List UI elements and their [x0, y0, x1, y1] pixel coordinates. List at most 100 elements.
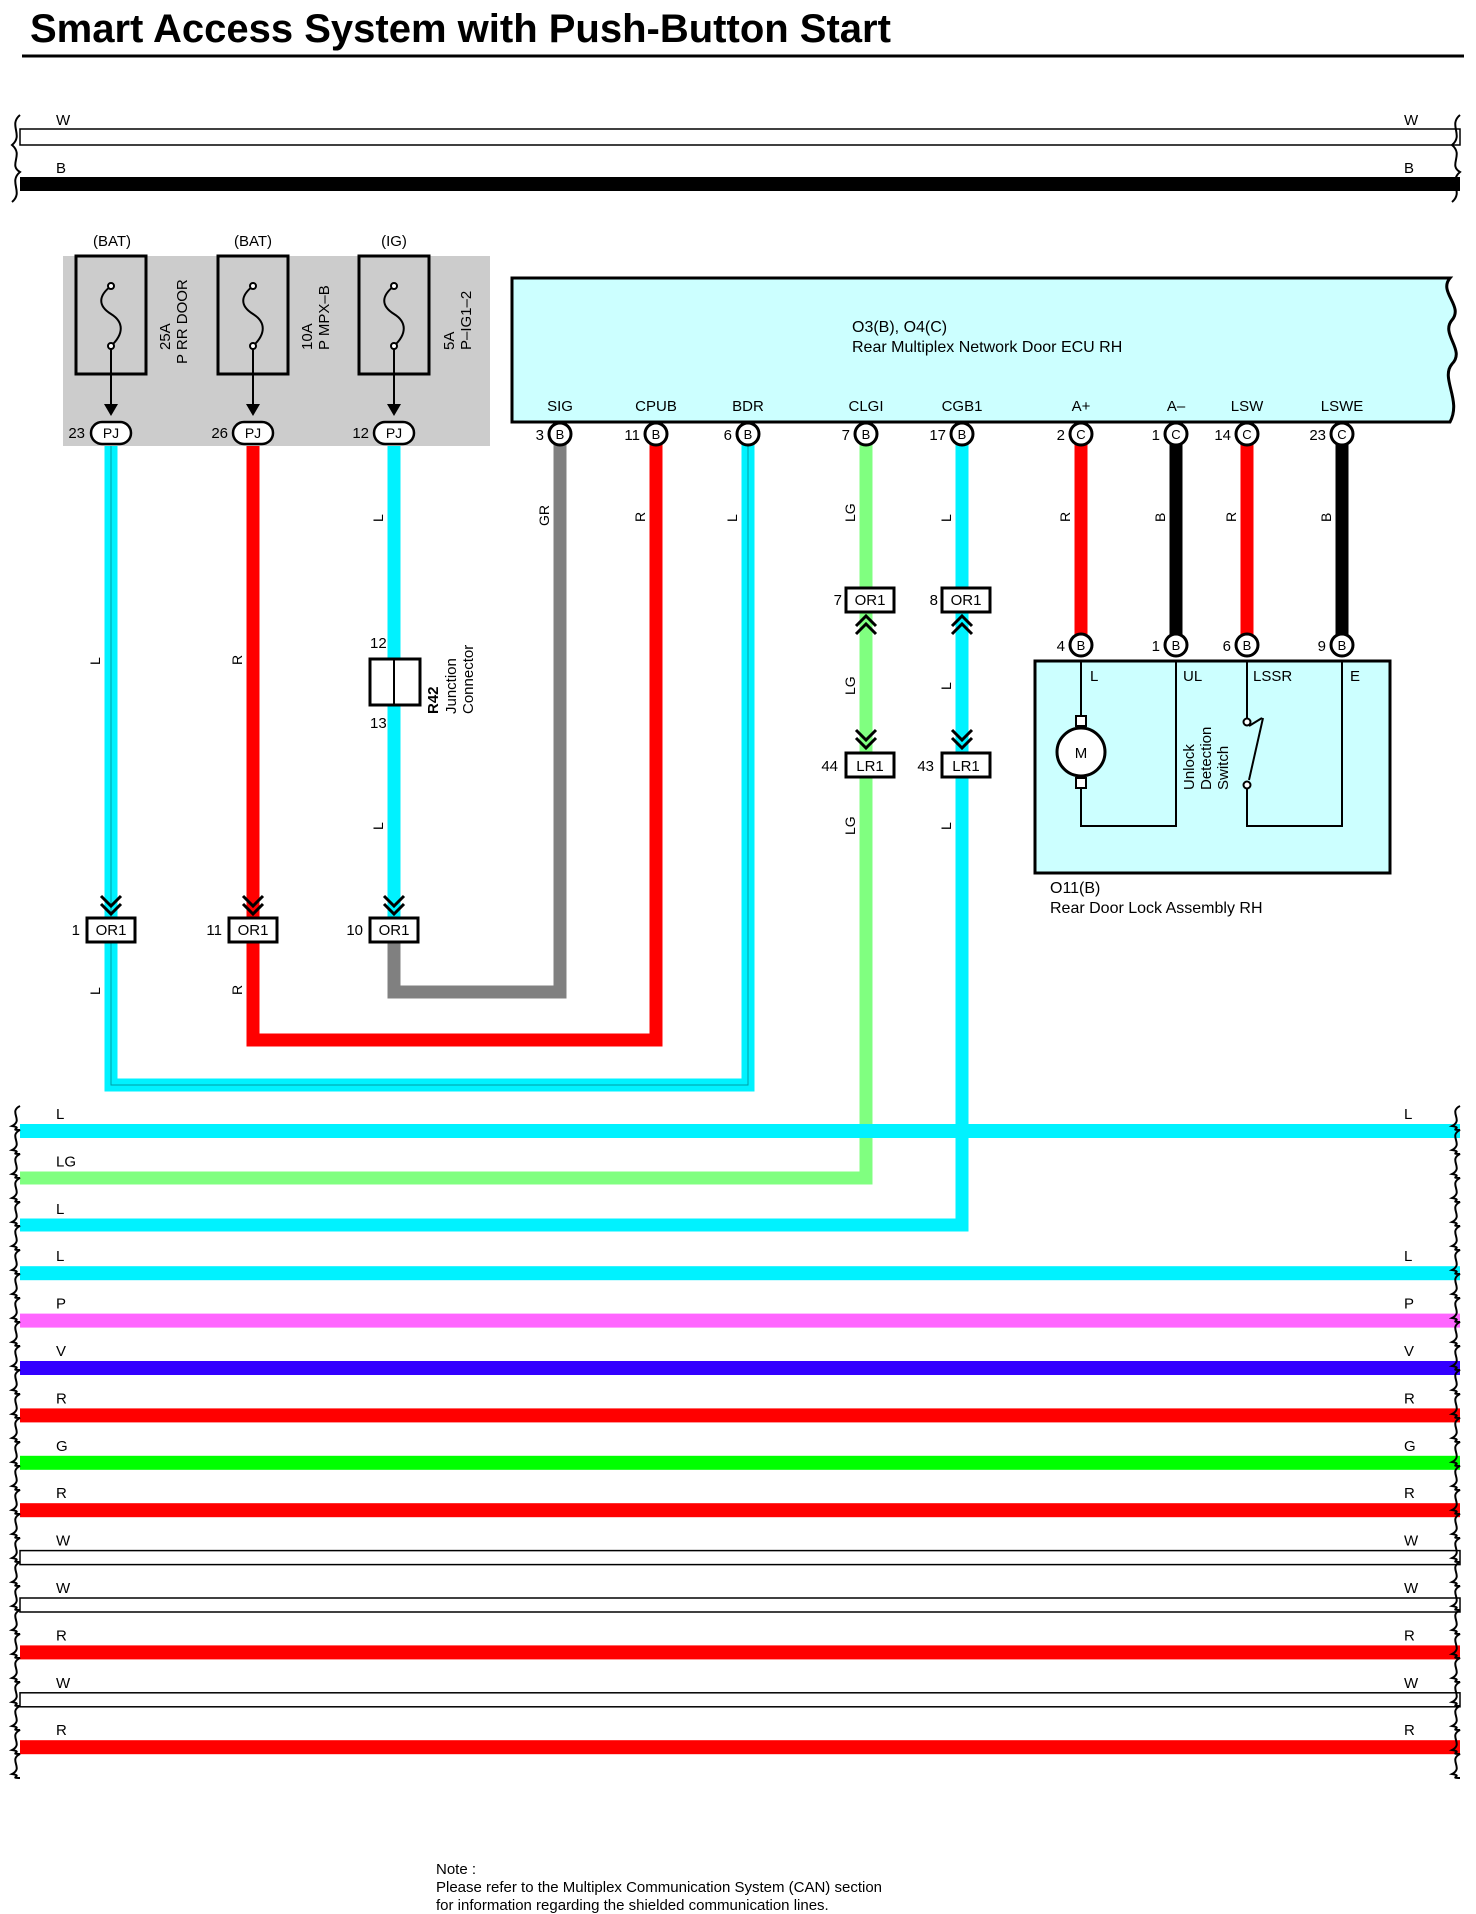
terminal-connector-letter: C	[1171, 427, 1180, 442]
terminal-connector-letter: C	[1076, 427, 1085, 442]
fuse-amp: 25A	[157, 323, 174, 350]
bus-label-left: R	[56, 1627, 67, 1644]
wire-label: R	[229, 655, 245, 665]
terminal-connector	[1329, 421, 1355, 447]
wire-label: L	[724, 514, 740, 522]
page-title: Smart Access System with Push-Button Sta…	[30, 7, 891, 51]
switch-label-3: Switch	[1215, 746, 1232, 790]
bus-label-right: W	[1404, 1533, 1419, 1550]
ecu-name: Rear Multiplex Network Door ECU RH	[852, 339, 1122, 356]
connector-pin: 43	[917, 758, 934, 775]
or1-connector-row: 1 OR1 L 11 OR1 R 10 OR1	[72, 894, 420, 995]
junction-connector-r42: 12 13 R42 Junction Connector	[368, 635, 477, 732]
terminal-pin: 14	[1214, 427, 1231, 444]
bus-label-left: R	[56, 1722, 67, 1739]
pin-connector	[1234, 632, 1260, 658]
terminal-label: A–	[1167, 398, 1186, 415]
wire-label: B	[1318, 513, 1334, 522]
note-heading: Note :	[436, 1861, 476, 1878]
pin-number: 6	[1223, 638, 1231, 655]
terminal-connector	[735, 421, 761, 447]
pin-connector	[1068, 632, 1094, 658]
wire-l-fuse1-bdr	[104, 440, 755, 1092]
bus-label-right: R	[1404, 1722, 1415, 1739]
fuse-amp: 5A	[441, 332, 458, 350]
door-lock-name: Rear Door Lock Assembly RH	[1050, 900, 1263, 917]
pin-label: L	[1090, 668, 1098, 685]
pin-number: 4	[1057, 638, 1065, 655]
terminal-connector	[547, 421, 573, 447]
fuse-pin: 12	[352, 425, 369, 442]
pin-number: 1	[1152, 638, 1160, 655]
bus-label-right: L	[1404, 1106, 1412, 1123]
bus-label-left: W	[56, 1533, 71, 1550]
junction-name-2: Connector	[460, 645, 477, 714]
connector-label: LR1	[952, 758, 980, 775]
wire-label: L	[87, 657, 103, 665]
pin-connector-letter: B	[1172, 638, 1181, 653]
terminal-pin: 17	[929, 427, 946, 444]
terminal-pin: 6	[724, 427, 732, 444]
pin-connector-letter: B	[1338, 638, 1347, 653]
terminal-connector	[949, 421, 975, 447]
fuse-block: (BAT) 25A P RR DOOR 23 PJ (BAT) 10A P MP…	[63, 233, 490, 446]
connector-label: OR1	[238, 922, 269, 939]
bus-label-right: R	[1404, 1627, 1415, 1644]
wire-label: R	[229, 985, 245, 995]
bus-wire-l: L	[56, 1201, 64, 1218]
door-ecu: O3(B), O4(C) Rear Multiplex Network Door…	[510, 276, 1458, 424]
wire-label: B	[1152, 513, 1168, 522]
terminal-pin: 3	[536, 427, 544, 444]
terminal-label: LSW	[1231, 398, 1264, 415]
switch-contact	[1248, 717, 1263, 727]
connector-label: LR1	[856, 758, 884, 775]
fuse-source: (BAT)	[93, 233, 131, 250]
bus-label-right: W	[1404, 112, 1419, 129]
wire-label: R	[1223, 512, 1239, 522]
connector-label: OR1	[855, 592, 886, 609]
break-mark-right	[1450, 114, 1462, 203]
fuse-name: P MPX–B	[316, 285, 333, 350]
connector-pin: 1	[72, 922, 80, 939]
terminal-label: LSWE	[1321, 398, 1364, 415]
fuse-amp: 10A	[299, 323, 316, 350]
wire-label: R	[1057, 512, 1073, 522]
fuse-p-rr-door: (BAT) 25A P RR DOOR 23 PJ	[68, 233, 191, 446]
break-mark-left	[8, 1105, 21, 1779]
terminal-connector	[643, 421, 669, 447]
wire-label: LG	[842, 503, 858, 522]
bus-label-left: LG	[56, 1153, 76, 1170]
fuse-name: P RR DOOR	[174, 279, 191, 364]
switch-label-2: Detection	[1198, 727, 1215, 790]
wire-label: L	[938, 682, 954, 690]
switch-label-1: Unlock	[1181, 744, 1198, 790]
terminal-pin: 23	[1309, 427, 1326, 444]
terminal-label: BDR	[732, 398, 764, 415]
pin-label: E	[1350, 668, 1360, 685]
terminal-pin: 11	[624, 427, 640, 444]
connector-pin: 8	[930, 592, 938, 609]
bus-label-left: L	[56, 1201, 64, 1218]
wire-label: LG	[842, 816, 858, 835]
terminal-connector	[1163, 421, 1189, 447]
fuse-connector: PJ	[103, 425, 119, 441]
terminal-label: A+	[1072, 398, 1091, 415]
bus-label-right: W	[1404, 1580, 1419, 1597]
connector-label: OR1	[951, 592, 982, 609]
wire-label: LG	[842, 676, 858, 695]
bus-label-right: B	[1404, 160, 1414, 177]
connector-pin: 44	[821, 758, 838, 775]
terminal-label: CGB1	[942, 398, 983, 415]
